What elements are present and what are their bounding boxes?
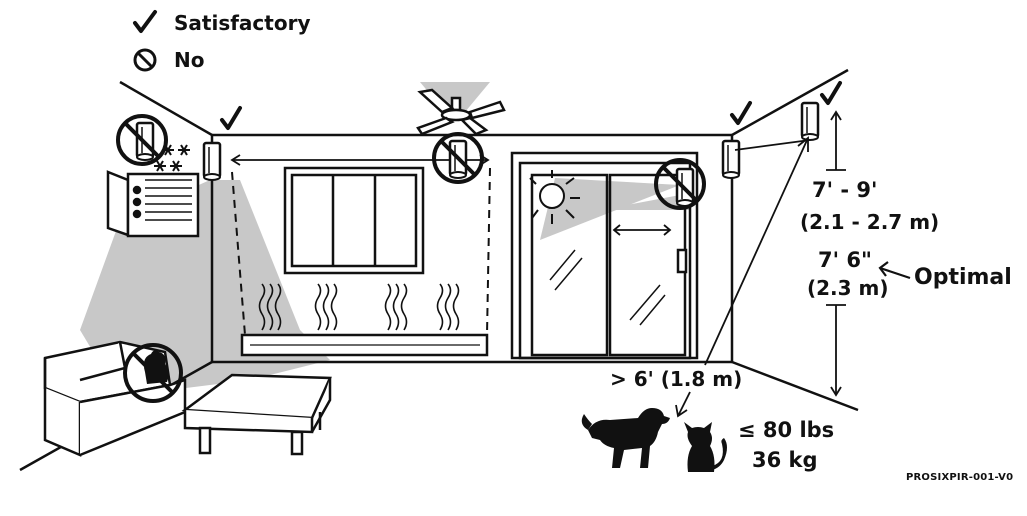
sensor-left-corner [202,141,222,182]
height-range-ft: 7' - 9' [812,178,878,202]
legend-satisfactory: Satisfactory [130,8,310,38]
optimal-label: Optimal [914,265,1012,290]
prohibited-circle-icon [133,48,157,72]
optimal-height-m: (2.3 m) [807,276,889,300]
baseboard-heater [240,333,489,357]
sun-icon [529,170,580,224]
pet-distance-label: > 6' (1.8 m) [610,367,743,391]
pet-weight-kg: 36 kg [752,448,818,472]
legend-satisfactory-label: Satisfactory [174,11,311,35]
sensor-right-wall [800,101,820,142]
figure-code: PROSIXPIR-001-V0 [906,472,1014,483]
coffee-table [181,373,332,456]
check-mark-icon-right-wall [820,81,842,105]
check-mark-icon-right-corner [730,101,752,125]
ceiling-fan [416,88,506,136]
check-mark-icon [133,10,157,33]
sliding-door [510,151,699,360]
optimal-arrow [878,261,911,280]
height-bracket [734,110,846,397]
height-range-m: (2.1 - 2.7 m) [800,210,940,234]
pet-weight-lbs: ≤ 80 lbs [738,418,835,442]
cat-on-sofa [123,343,183,403]
check-mark-icon-left [220,106,242,130]
air-conditioner [106,170,200,238]
legend-no-label: No [174,48,205,72]
pet-distance-line [675,136,809,418]
cat-icon [684,422,727,472]
dog-icon [581,408,670,468]
optimal-height-ft: 7' 6" [818,248,872,272]
window [283,166,425,275]
sensor-right-corner [721,139,741,180]
legend-no: No [130,45,204,75]
